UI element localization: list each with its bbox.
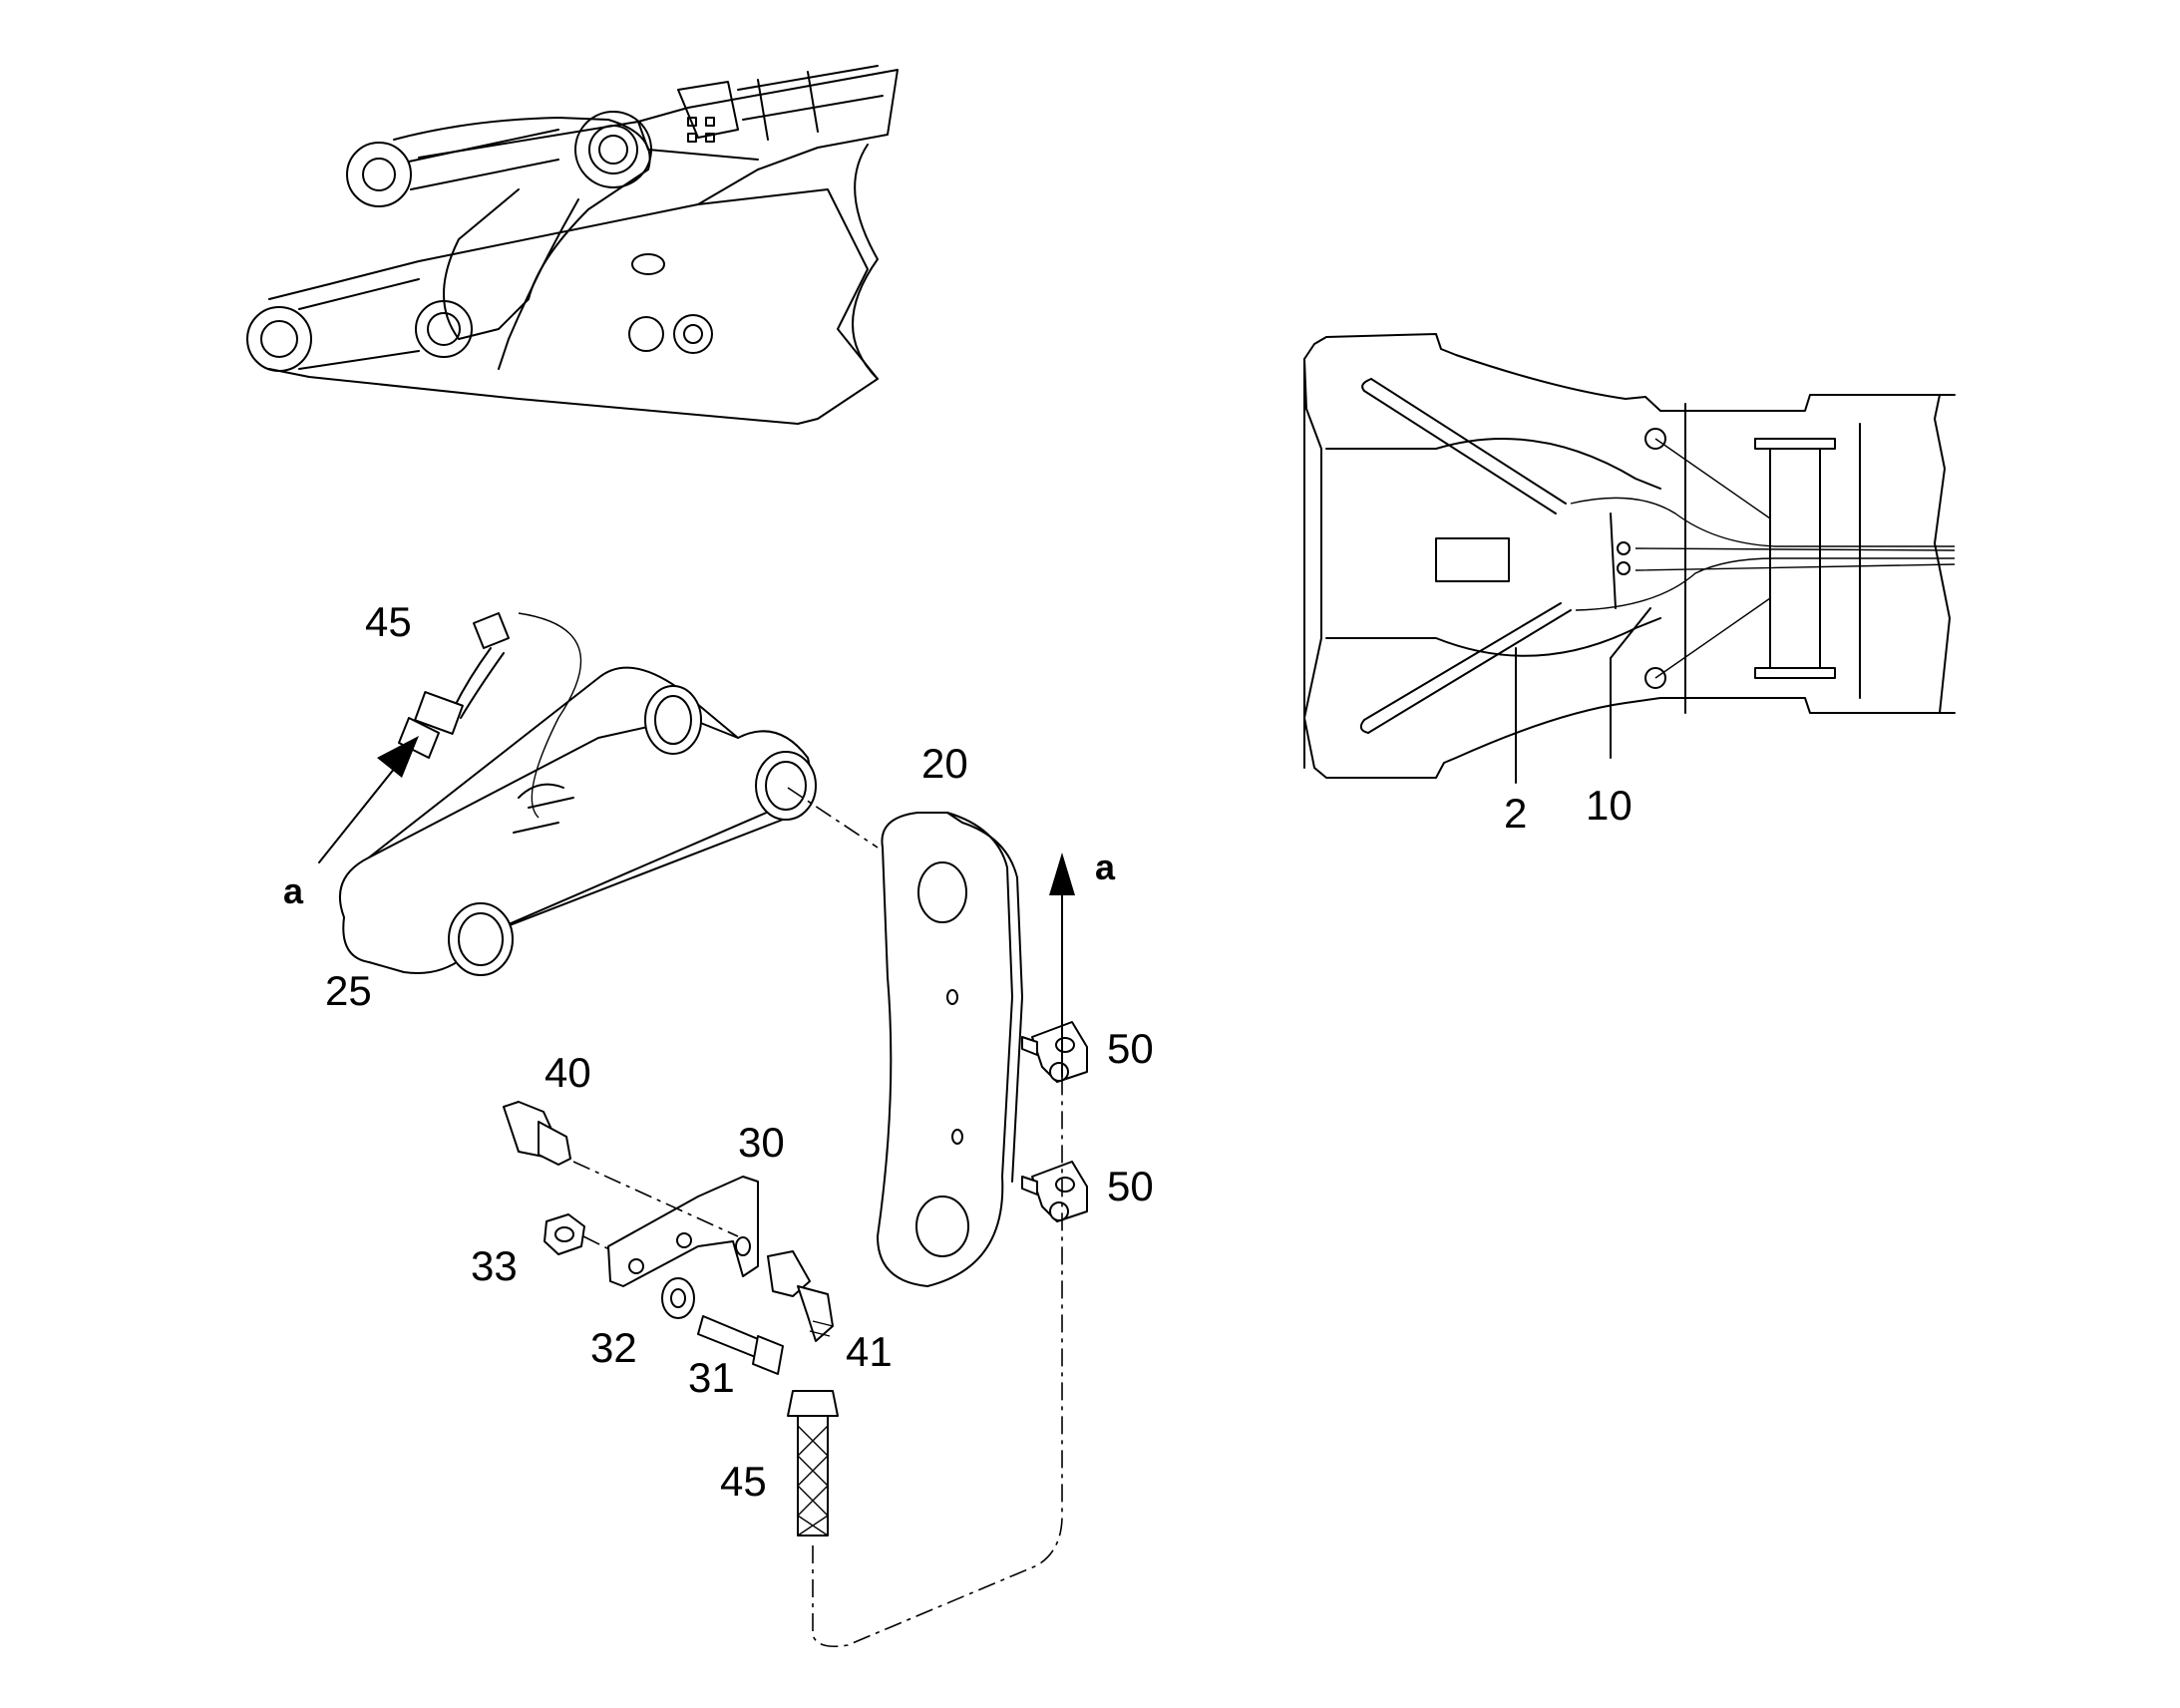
bracket-part-30	[607, 1176, 759, 1287]
callout-washer: 32	[590, 1324, 637, 1371]
callout-rocker: 25	[325, 967, 372, 1014]
callout-fitting-straight: 40	[545, 1049, 591, 1096]
callout-hose-bottom: 45	[720, 1458, 767, 1505]
callout-bolt: 31	[688, 1354, 735, 1401]
fitting-part-40	[503, 1101, 571, 1166]
washer-part-32	[661, 1277, 695, 1319]
clamp-part-50-upper	[1021, 1021, 1088, 1083]
callout-arrow-left: a	[283, 870, 304, 911]
callout-hose-top: 45	[365, 598, 412, 645]
loader-arm-overview	[246, 65, 899, 425]
callout-clamp-lower: 50	[1107, 1163, 1154, 1209]
direction-arrow-left	[318, 736, 419, 863]
clamp-part-50-lower	[1021, 1161, 1088, 1222]
chassis-top-view	[1303, 333, 1956, 784]
nut-part-33	[544, 1213, 585, 1255]
callout-clamp-upper: 50	[1107, 1025, 1154, 1072]
callout-arrow-right: a	[1095, 847, 1116, 887]
callout-elbow: 41	[846, 1328, 893, 1375]
hose-part-45-top	[398, 612, 582, 819]
callout-pipe-2: 2	[1504, 790, 1527, 837]
elbow-part-41	[767, 1250, 834, 1342]
rocker-part-25	[339, 666, 817, 976]
callout-pipe-10: 10	[1586, 782, 1633, 829]
direction-arrow-right	[1049, 853, 1075, 1078]
callout-bracket: 30	[738, 1119, 785, 1166]
bolt-part-31	[697, 1315, 784, 1375]
assembly-lines	[572, 787, 1063, 1648]
hose-part-45-bottom	[787, 1390, 839, 1537]
callout-link: 20	[921, 740, 968, 787]
callout-nut: 33	[471, 1242, 518, 1289]
link-part-20	[877, 812, 1023, 1287]
